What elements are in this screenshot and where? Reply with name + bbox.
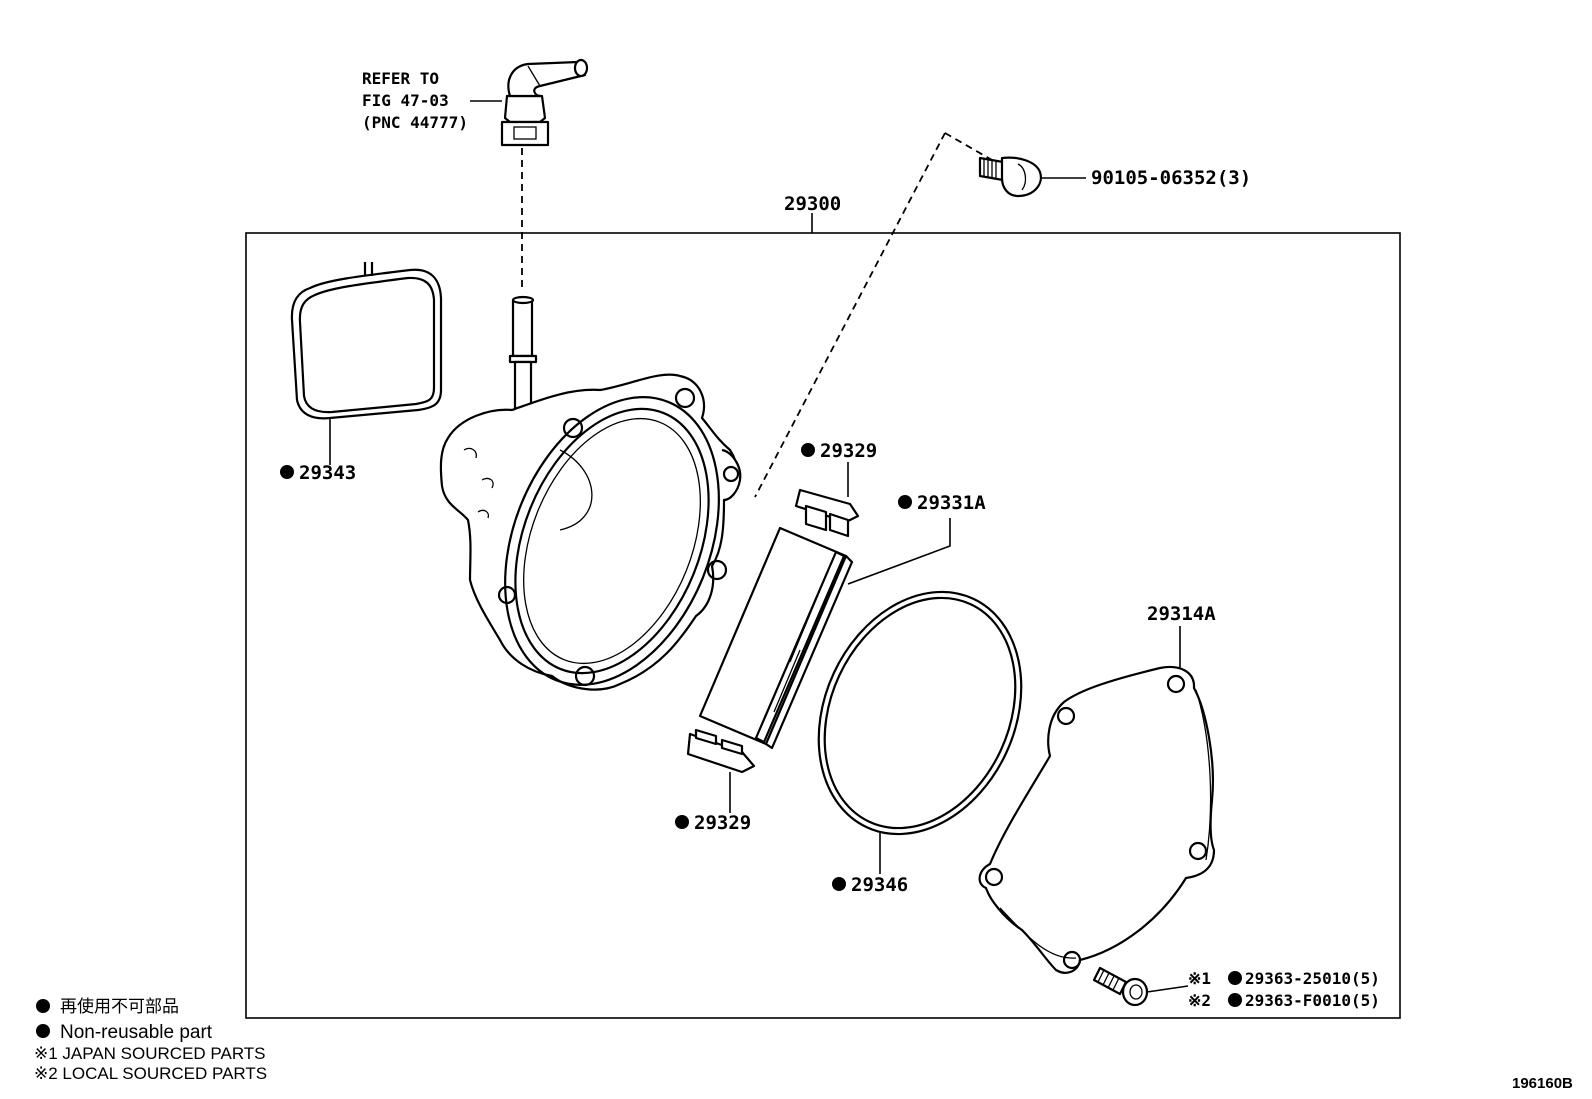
rotor-29331A[interactable]: [698, 526, 854, 750]
nonreusable-dot: [36, 1024, 50, 1038]
label-screw-japan: 29363-25010(5): [1245, 969, 1380, 988]
reference-note[interactable]: REFER TO FIG 47-03 (PNC 44777): [362, 69, 502, 132]
nonreusable-dot: [832, 877, 846, 891]
hose-connector[interactable]: [500, 58, 589, 147]
label-vane-top: 29329: [820, 440, 877, 462]
cover-29314A[interactable]: [978, 665, 1216, 974]
nonreusable-dot: [36, 999, 50, 1013]
nonreusable-dot: [898, 495, 912, 509]
label-o-ring: 29346: [851, 874, 908, 896]
label-bolt: 90105-06352(3): [1091, 167, 1251, 189]
pump-housing[interactable]: [439, 295, 759, 717]
legend-note-2: ※2 LOCAL SOURCED PARTS: [34, 1064, 267, 1083]
legend-nonreusable-jp: 再使用不可部品: [60, 996, 179, 1016]
label-screw-local: 29363-F0010(5): [1245, 991, 1380, 1010]
vane-top-29329[interactable]: [794, 488, 860, 538]
bolt-leader: [754, 132, 993, 498]
mark-japan: ※1: [1188, 969, 1211, 988]
legend-nonreusable-en: Non-reusable part: [60, 1022, 213, 1043]
assembly-frame: [245, 232, 1401, 1019]
bolt-90105[interactable]: [978, 156, 1042, 198]
figure-number: 196160B: [1512, 1075, 1573, 1092]
label-cover: 29314A: [1147, 603, 1216, 625]
label-assembly: 29300: [784, 193, 841, 215]
nonreusable-dot: [1228, 971, 1242, 985]
nonreusable-dot: [675, 815, 689, 829]
nonreusable-dot: [801, 443, 815, 457]
mark-local: ※2: [1188, 991, 1211, 1010]
legend-note-1: ※1 JAPAN SOURCED PARTS: [34, 1044, 266, 1063]
legend: 再使用不可部品 Non-reusable part ※1 JAPAN SOURC…: [34, 996, 267, 1083]
reference-line-1: REFER TO: [362, 69, 439, 88]
nonreusable-dot: [280, 465, 294, 479]
o-ring-29346[interactable]: [781, 559, 1060, 868]
label-rotor: 29331A: [917, 492, 986, 514]
label-vane-bottom: 29329: [694, 812, 751, 834]
nonreusable-dot: [1228, 993, 1242, 1007]
reference-line-2: FIG 47-03: [362, 91, 449, 110]
screw-29363[interactable]: [1092, 966, 1149, 1007]
vane-bottom-29329[interactable]: [686, 728, 756, 774]
reference-line-3: (PNC 44777): [362, 113, 468, 132]
gasket-29343[interactable]: [290, 262, 443, 420]
label-gasket: 29343: [299, 462, 356, 484]
